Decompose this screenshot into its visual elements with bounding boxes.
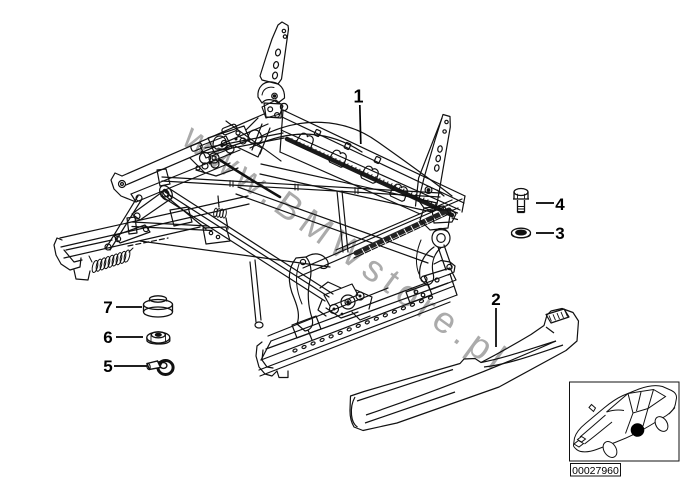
svg-text:1: 1 [353, 87, 363, 107]
svg-text:5: 5 [103, 357, 112, 376]
svg-text:7: 7 [103, 298, 112, 317]
svg-text:3: 3 [555, 224, 564, 243]
svg-text:00027960: 00027960 [572, 465, 619, 477]
svg-text:6: 6 [103, 328, 112, 347]
svg-text:2: 2 [491, 290, 500, 309]
svg-text:4: 4 [555, 195, 565, 214]
